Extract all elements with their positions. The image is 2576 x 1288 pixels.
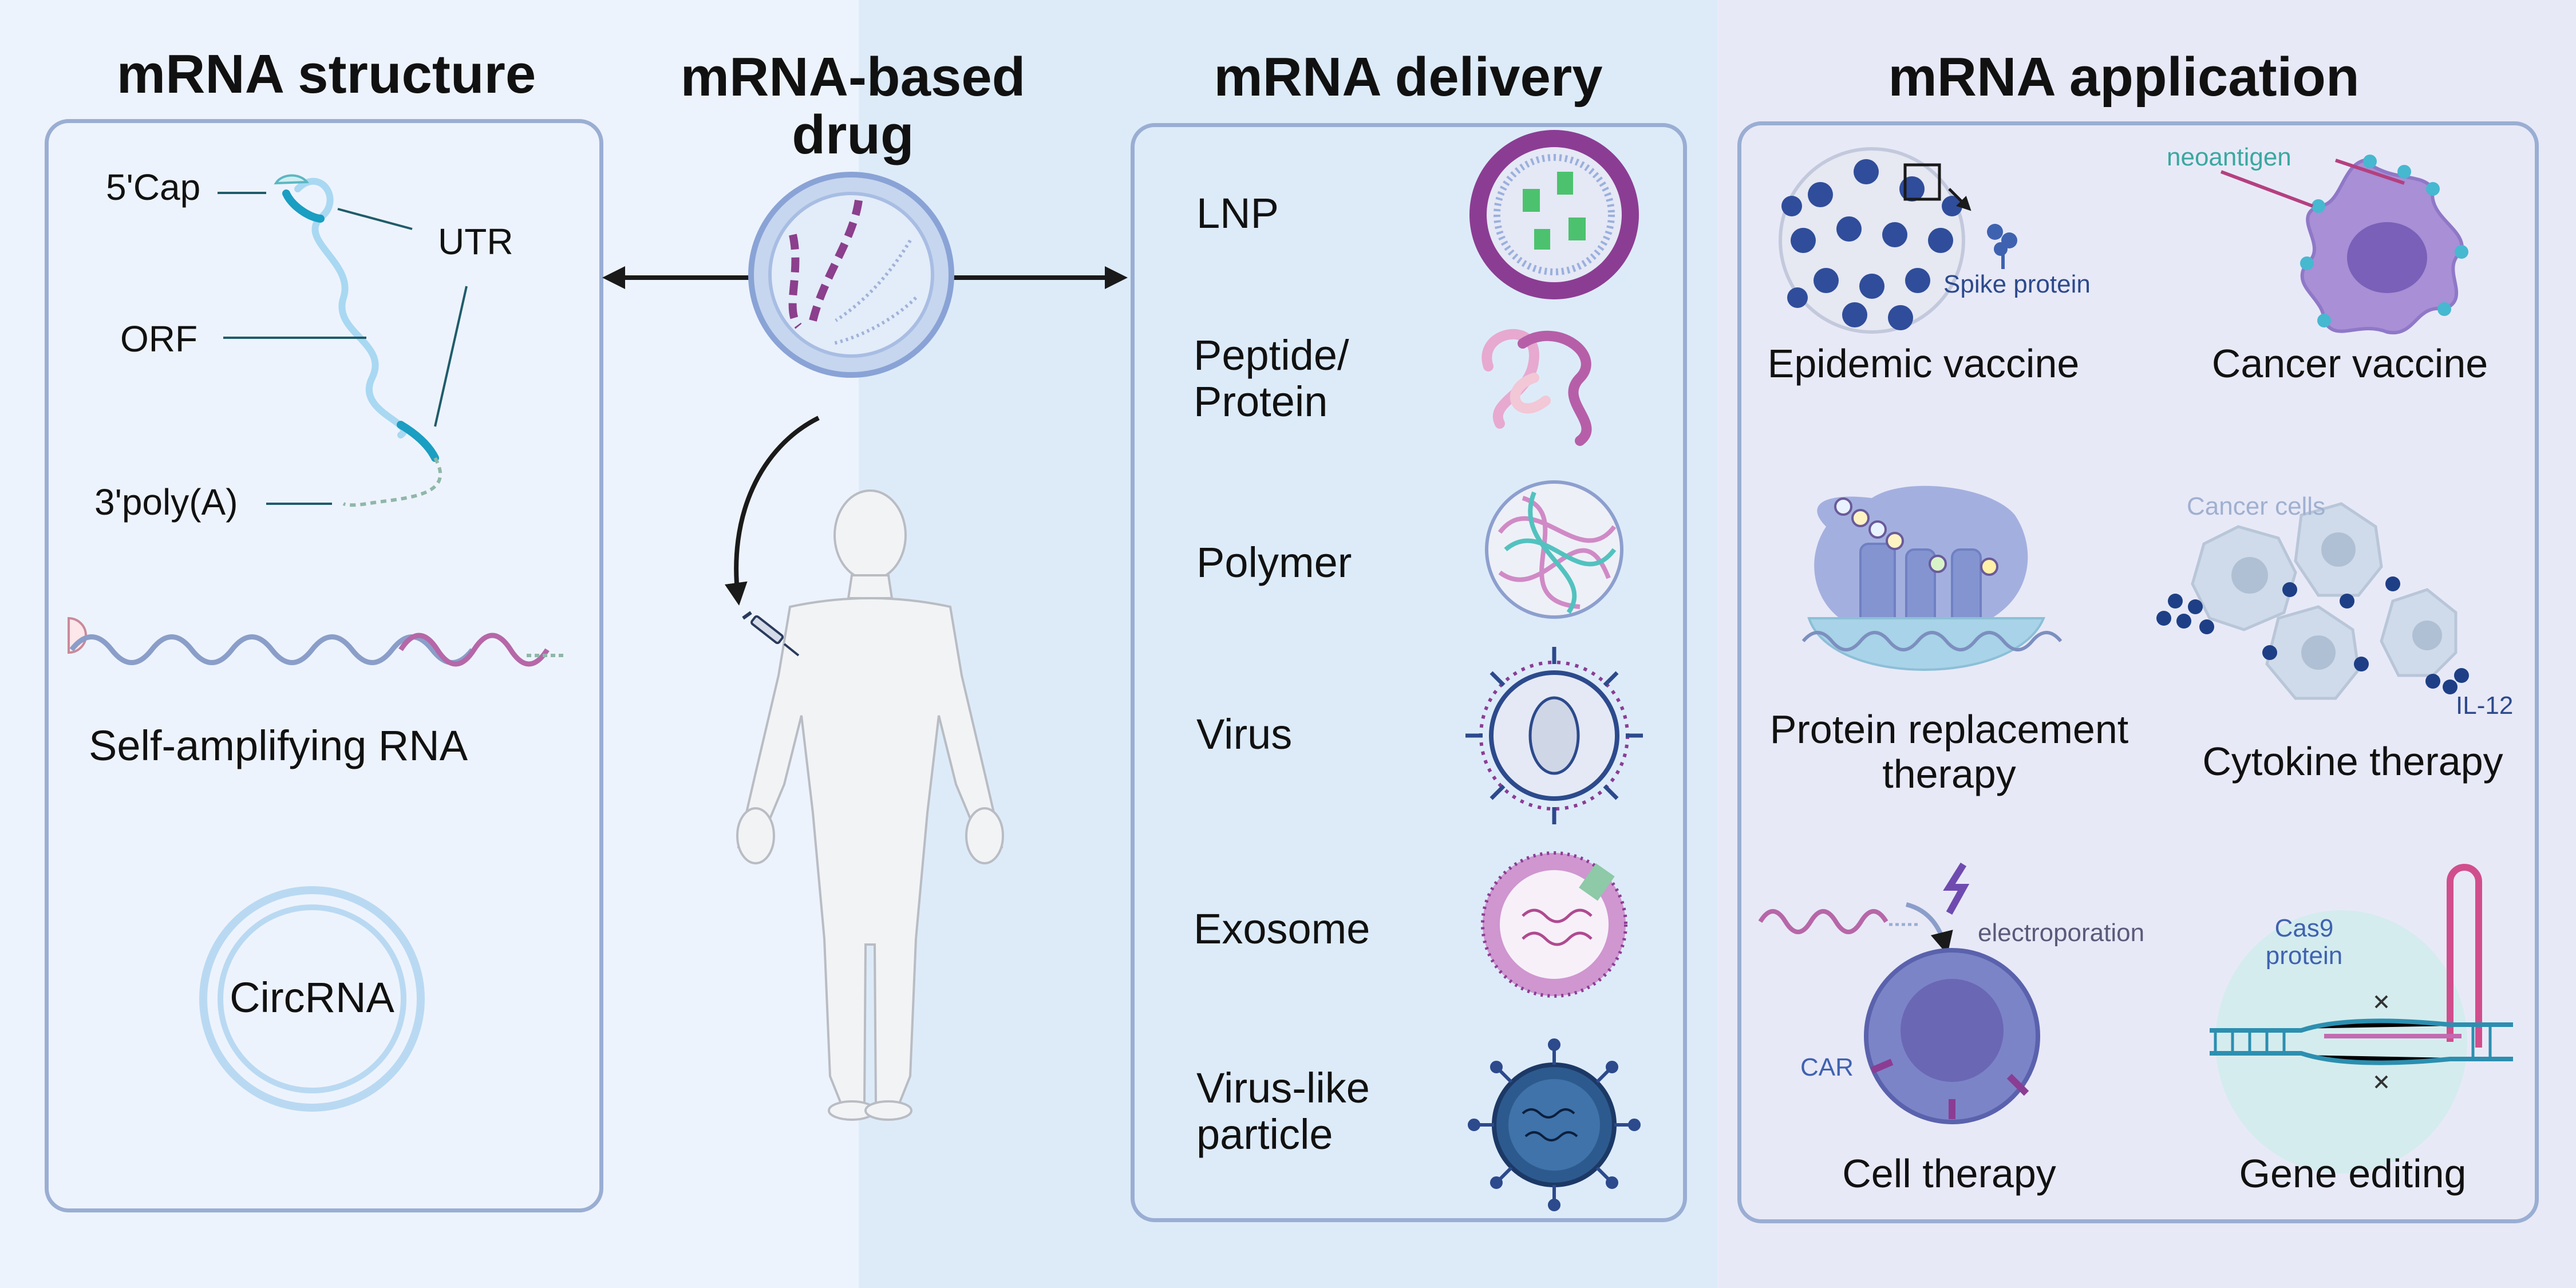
label-electroporation: electroporation <box>1978 919 2145 947</box>
label-spike-protein: Spike protein <box>1943 270 2091 298</box>
label-neoantigen: neoantigen <box>2167 143 2291 171</box>
label-orf: ORF <box>120 318 198 359</box>
label-cytokine-therapy: Cytokine therapy <box>2202 739 2503 784</box>
label-car: CAR <box>1800 1053 1854 1081</box>
label-cell-therapy: Cell therapy <box>1842 1151 2056 1196</box>
label-protein-replacement-therapy: Protein replacement therapy <box>1735 707 2164 797</box>
label-cas9-protein: Cas9 protein <box>2247 914 2361 970</box>
label-cas9-line1: Cas9 <box>2274 914 2334 942</box>
delivery-item-peptide-line2: Protein <box>1194 378 1328 426</box>
delivery-item-polymer: Polymer <box>1196 539 1352 586</box>
label-3polya: 3'poly(A) <box>94 481 238 523</box>
label-protein-line1: Protein replacement <box>1769 707 2129 752</box>
delivery-item-exosome: Exosome <box>1194 905 1370 953</box>
delivery-item-vlp-line2: particle <box>1196 1111 1333 1159</box>
heading-mrna-structure: mRNA structure <box>116 44 536 105</box>
delivery-item-peptide-protein: Peptide/ Protein <box>1194 332 1349 425</box>
panel-mrna-structure <box>45 119 603 1212</box>
heading-mrna-delivery: mRNA delivery <box>1214 46 1603 108</box>
panel-mrna-delivery <box>1131 123 1687 1222</box>
delivery-item-virus-like-particle: Virus-like particle <box>1196 1065 1370 1158</box>
label-utr: UTR <box>438 221 513 262</box>
label-cas9-line2: protein <box>2265 942 2343 970</box>
label-protein-line2: therapy <box>1882 752 2016 797</box>
delivery-item-virus: Virus <box>1196 710 1293 758</box>
heading-mrna-based-drug: mRNA-based drug <box>647 46 1059 165</box>
label-self-amplifying-rna: Self-amplifying RNA <box>89 722 468 769</box>
delivery-item-lnp: LNP <box>1196 189 1279 237</box>
heading-drug-line1: mRNA-based <box>680 46 1026 108</box>
label-circrna: CircRNA <box>230 974 394 1021</box>
label-il12: IL-12 <box>2456 692 2514 720</box>
label-5cap: 5'Cap <box>106 167 201 208</box>
delivery-item-peptide-line1: Peptide/ <box>1194 331 1349 379</box>
heading-mrna-application: mRNA application <box>1888 46 2360 108</box>
label-epidemic-vaccine: Epidemic vaccine <box>1767 341 2080 386</box>
delivery-item-vlp-line1: Virus-like <box>1196 1064 1370 1112</box>
label-cancer-vaccine: Cancer vaccine <box>2211 341 2488 386</box>
label-cancer-cells: Cancer cells <box>2187 492 2326 520</box>
heading-drug-line2: drug <box>792 104 914 165</box>
label-gene-editing: Gene editing <box>2239 1151 2467 1196</box>
panel-mrna-application <box>1737 121 2539 1223</box>
